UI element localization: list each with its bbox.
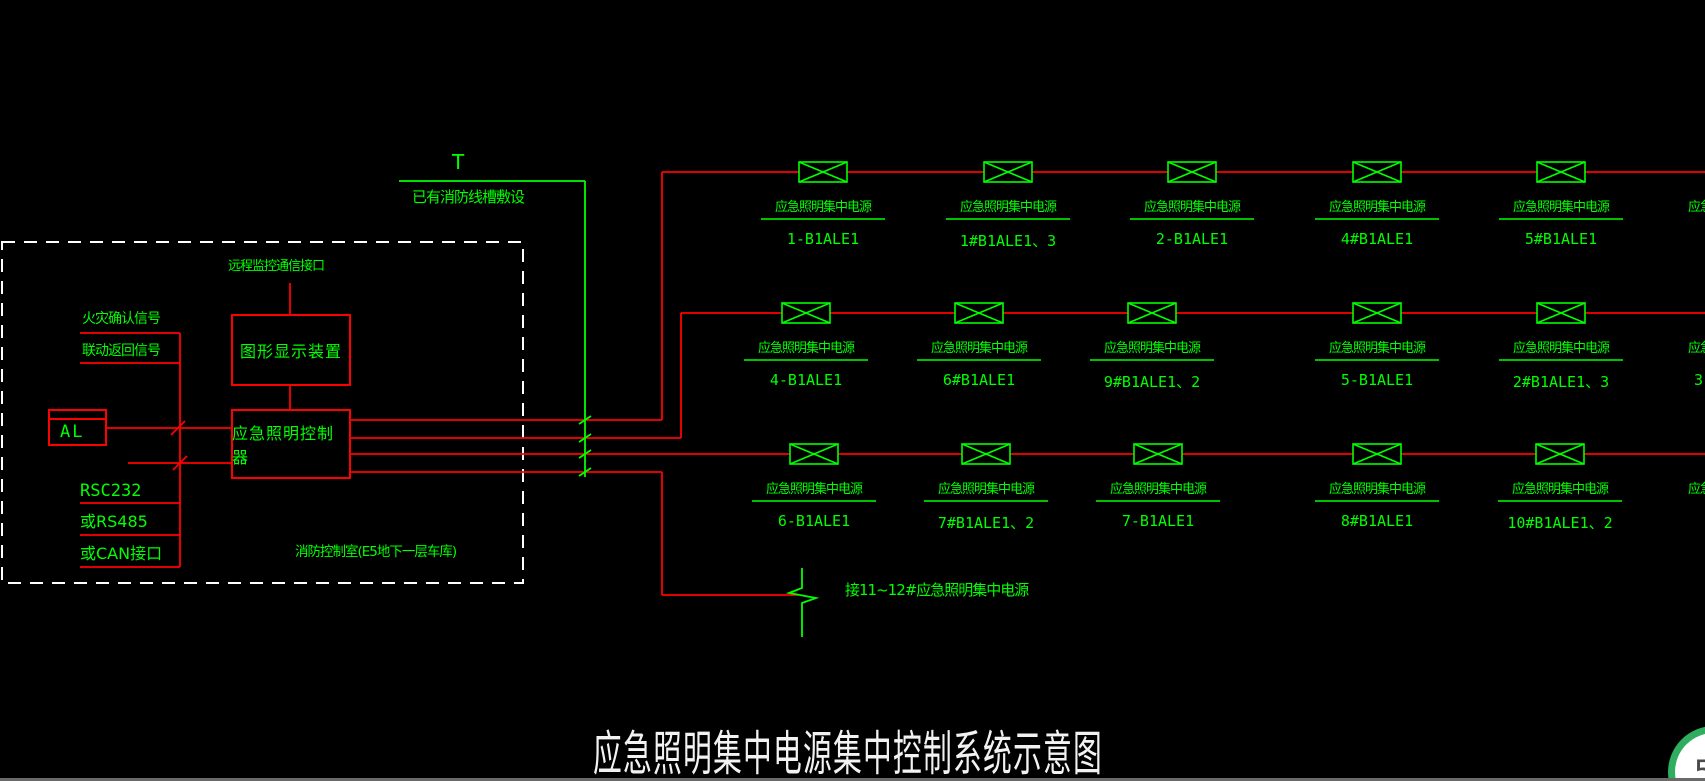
psu-name: 1#B1ALE1、3 [959, 232, 1057, 250]
window-bottom-edge [0, 778, 1705, 781]
psu-name: 6-B1ALE1 [777, 512, 851, 530]
psu-name: 2-B1ALE1 [1155, 230, 1229, 248]
psu-label: 应急照明集中电源 [765, 482, 863, 497]
bus-cross-tick [172, 455, 188, 471]
graphic-display-box [231, 314, 351, 386]
psu-name-partial: 3 [1694, 371, 1704, 389]
psu-name: 6#B1ALE1 [942, 371, 1016, 389]
psu-label: 应急照明集中电源 [757, 341, 855, 356]
graphic-display-label: 图形显示装置 [239, 342, 342, 361]
bus-cross-tick [170, 420, 186, 436]
psu-box-symbol [1536, 161, 1586, 183]
branch-continuation-note: 接11~12#应急照明集中电源 [845, 581, 1029, 599]
psu-symbols [744, 161, 1623, 502]
psu-box-symbol [1133, 443, 1183, 465]
tray-t-marker: T [452, 150, 465, 174]
psu-name: 4#B1ALE1 [1340, 230, 1414, 248]
psu-box-symbol [1535, 443, 1585, 465]
psu-box-symbol [1352, 302, 1402, 324]
existing-tray-note: 已有消防线槽敷设 [412, 188, 525, 206]
psu-label-partial: 应急 [1688, 200, 1705, 215]
psu-label: 应急照明集中电源 [1328, 341, 1426, 356]
control-room-name-label: 消防控制室(E5地下一层车库) [295, 544, 457, 560]
psu-label: 应急照明集中电源 [1328, 482, 1426, 497]
psu-name: 9#B1ALE1、2 [1103, 373, 1201, 391]
drawing-title: 应急照明集中电源集中控制系统示意图 [593, 726, 1104, 781]
psu-label: 应急照明集中电源 [959, 200, 1057, 215]
psu-name: 7#B1ALE1、2 [937, 514, 1035, 532]
psu-label: 应急照明集中电源 [1328, 200, 1426, 215]
psu-label: 应急照明集中电源 [1512, 341, 1610, 356]
component-boxes [48, 314, 351, 479]
psu-label: 应急照明集中电源 [1109, 482, 1207, 497]
psu-name: 7-B1ALE1 [1121, 512, 1195, 530]
green-tray-riser [399, 180, 820, 637]
rs232-label: RSC232 [80, 481, 142, 501]
line-break-symbol [785, 568, 820, 637]
psu-box-symbol [1127, 302, 1177, 324]
psu-box-symbol [1352, 161, 1402, 183]
riser-cross-tick [578, 415, 592, 425]
psu-name: 4-B1ALE1 [769, 371, 843, 389]
control-room-dashed-boundary [1, 241, 524, 584]
psu-label: 应急照明集中电源 [1511, 482, 1609, 497]
psu-box-symbol [1352, 443, 1402, 465]
linkage-return-signal-label: 联动返回信号 [82, 343, 161, 359]
can-interface-label: 或CAN接口 [80, 544, 163, 563]
psu-box-symbol [961, 443, 1011, 465]
psu-box-symbol [781, 302, 831, 324]
remote-interface-label: 远程监控通信接口 [228, 259, 325, 274]
psu-name: 8#B1ALE1 [1340, 512, 1414, 530]
psu-box-symbol [789, 443, 839, 465]
psu-label-partial: 应急 [1688, 341, 1705, 356]
psu-box-symbol [983, 161, 1033, 183]
rs485-label: 或RS485 [80, 512, 148, 531]
controller-label: 应急照明控制器 [232, 424, 335, 467]
psu-label-partial: 应急 [1688, 482, 1705, 497]
psu-name: 2#B1ALE1、3 [1512, 373, 1610, 391]
psu-box-symbol [1167, 161, 1217, 183]
psu-box-symbol [954, 302, 1004, 324]
psu-label: 应急照明集中电源 [1143, 200, 1241, 215]
controller-box [231, 409, 351, 479]
psu-name: 5-B1ALE1 [1340, 371, 1414, 389]
psu-name: 1-B1ALE1 [786, 230, 860, 248]
psu-box-symbol [1536, 302, 1586, 324]
al-panel-label: AL [60, 422, 85, 442]
psu-name: 10#B1ALE1、2 [1507, 514, 1613, 532]
psu-label: 应急照明集中电源 [774, 200, 872, 215]
riser-cross-tick [578, 433, 592, 443]
psu-name: 5#B1ALE1 [1524, 230, 1598, 248]
fire-confirm-signal-label: 火灾确认信号 [82, 311, 161, 327]
riser-cross-tick [578, 449, 592, 459]
psu-label: 应急照明集中电源 [930, 341, 1028, 356]
psu-label: 应急照明集中电源 [1103, 341, 1201, 356]
psu-box-symbol [798, 161, 848, 183]
psu-label: 应急照明集中电源 [1512, 200, 1610, 215]
riser-cross-tick [578, 467, 592, 477]
psu-label: 应急照明集中电源 [937, 482, 1035, 497]
